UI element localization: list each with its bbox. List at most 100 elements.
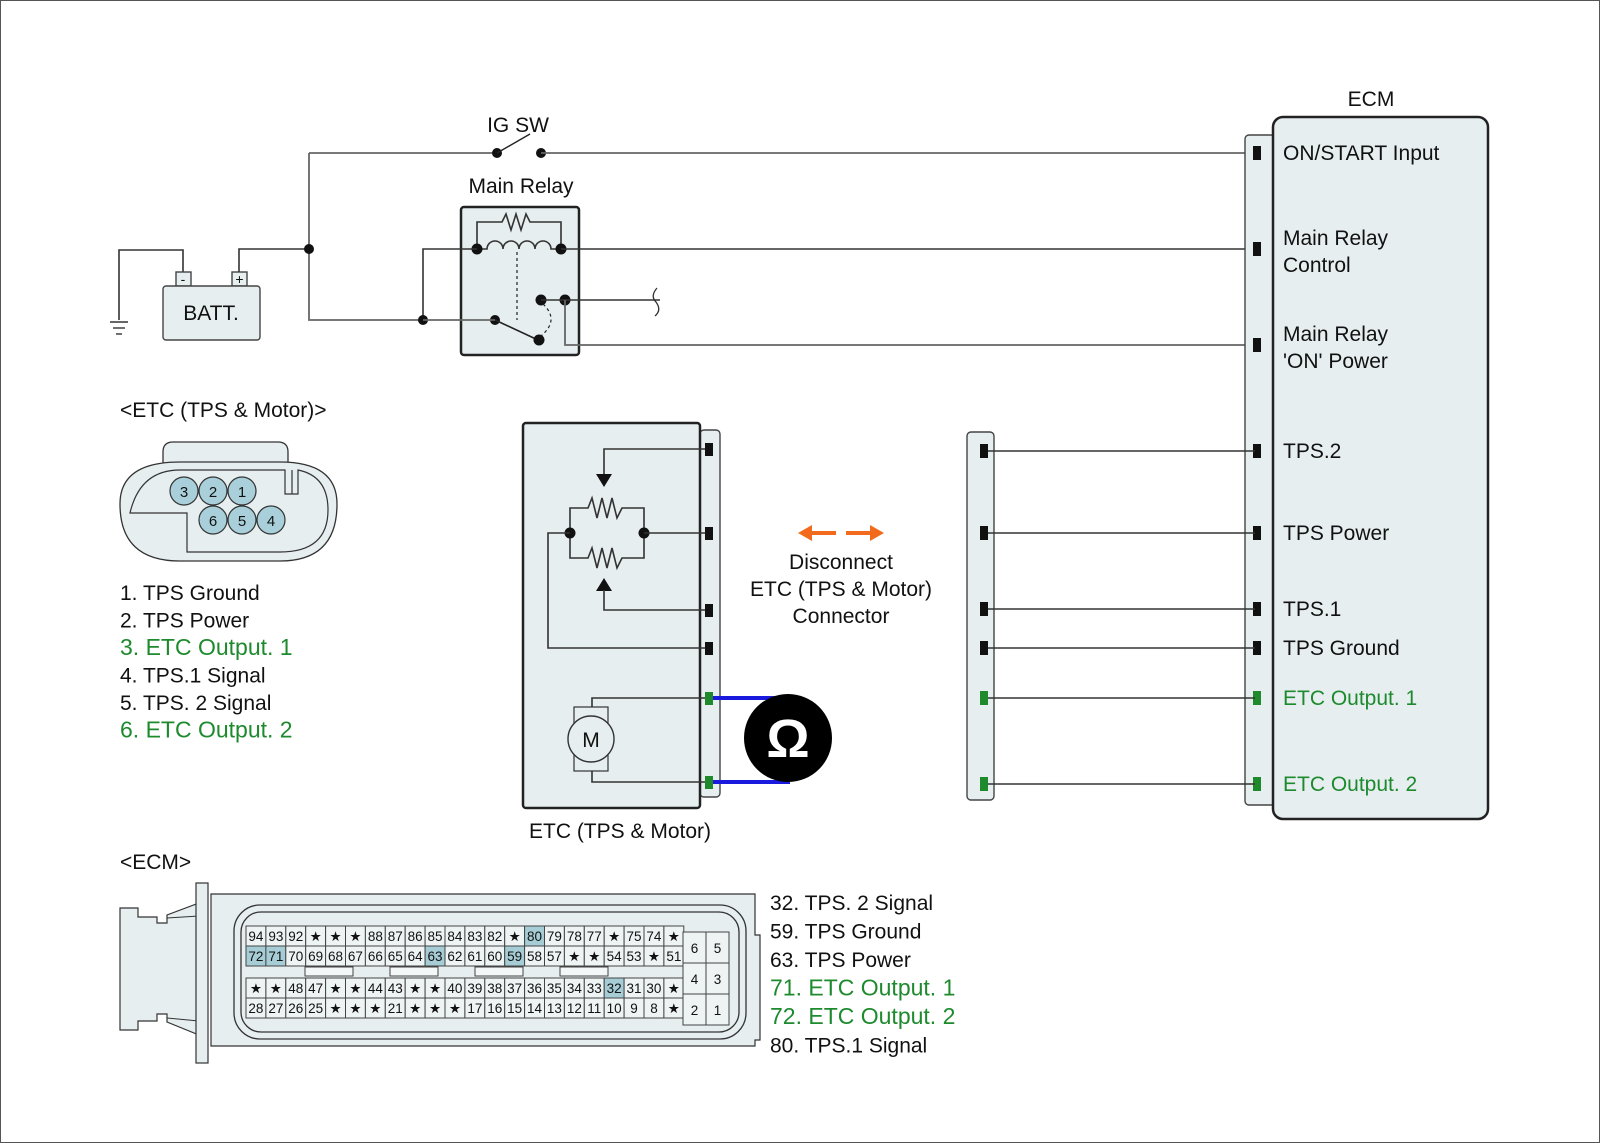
ecm-pin-number: 68 <box>328 949 343 964</box>
harness-pin <box>980 526 988 540</box>
ecm-pin-number: 11 <box>587 1001 601 1016</box>
ecm-pin-number: 10 <box>607 1001 622 1016</box>
ecm-pin-number: ★ <box>310 929 322 944</box>
etc-connector-pin <box>227 476 257 506</box>
ecm-pin-number: 93 <box>268 929 283 944</box>
etc-connector-pin-number: 2 <box>209 484 217 501</box>
main-relay-label: Main Relay <box>468 175 574 198</box>
connector-key-slot <box>304 966 354 977</box>
disconnect-line-3: Connector <box>793 605 890 628</box>
ecm-title: ECM <box>1348 88 1395 111</box>
ecm-pin-number: 70 <box>288 949 303 964</box>
ecm-pin-number: ★ <box>668 1001 680 1016</box>
connector-key-slot <box>474 966 524 977</box>
ecm-terminal-pin <box>1253 526 1261 540</box>
etc-pin-green <box>705 776 713 789</box>
etc-connector-pin <box>256 505 286 535</box>
etc-block-label: ETC (TPS & Motor) <box>529 820 711 843</box>
ig-switch-label: IG SW <box>487 114 549 137</box>
ecm-pin-number: 39 <box>467 981 482 996</box>
ecm-pin-number: 67 <box>348 949 363 964</box>
ecm-pin-number: ★ <box>568 949 580 964</box>
ecm-pin-number: 85 <box>428 929 443 944</box>
ecm-terminal-label: TPS Ground <box>1283 637 1400 660</box>
ecm-pin-number: 59 <box>507 949 522 964</box>
etc-legend-item: 6. ETC Output. 2 <box>120 717 293 743</box>
ecm-pin-number: 15 <box>507 1001 522 1016</box>
ecm-terminal-label: TPS.2 <box>1283 440 1341 463</box>
ecm-pin-number: 36 <box>527 981 542 996</box>
etc-pin <box>705 642 713 655</box>
etc-pin <box>705 527 713 540</box>
ecm-pin-number: ★ <box>429 1001 441 1016</box>
ohmmeter: Ω <box>713 694 832 784</box>
ecm-pin-number: 40 <box>447 981 462 996</box>
ecm-terminal-pin <box>1253 641 1261 655</box>
battery-pos-terminal: + <box>235 271 243 287</box>
ecm-pin-number: 54 <box>607 949 623 964</box>
ecm-pin-number: 25 <box>308 1001 323 1016</box>
ecm-small-pin-cell <box>705 993 730 1026</box>
ecm-legend-item: 72. ETC Output. 2 <box>770 1003 955 1029</box>
motor: M <box>567 697 710 783</box>
ecm-terminal-label: ON/START Input <box>1283 142 1440 165</box>
ecm-pin-number: ★ <box>588 949 600 964</box>
ecm-pin-number: ★ <box>250 981 262 996</box>
ecm-legend-item: 59. TPS Ground <box>770 921 921 944</box>
ecm-small-pin-number: 6 <box>691 941 699 956</box>
ecm-pin-number: ★ <box>329 1001 341 1016</box>
ecm-pin-number: 9 <box>630 1001 638 1016</box>
ecm-small-pin-number: 5 <box>714 941 722 956</box>
etc-pin <box>705 443 713 456</box>
ecm-terminal-label: 'ON' Power <box>1283 350 1388 373</box>
ecm-pin-number: 82 <box>487 929 502 944</box>
connector-key-slot <box>559 966 609 977</box>
ecm-pin-number: 60 <box>487 949 502 964</box>
etc-connector-pin-number: 6 <box>209 513 217 530</box>
etc-pin <box>705 604 713 617</box>
ecm-pin-number: 26 <box>288 1001 303 1016</box>
ignition-switch: IG SW <box>309 114 1255 158</box>
ecm-small-pin-number: 3 <box>714 972 722 987</box>
harness-pin <box>980 444 988 458</box>
ecm-pin-number: 65 <box>388 949 403 964</box>
etc-legend-item: 1. TPS Ground <box>120 582 260 605</box>
ecm-terminal-label: ETC Output. 1 <box>1283 687 1417 710</box>
ecm-pin-number: 84 <box>447 929 463 944</box>
ecm-pin-number: ★ <box>449 1001 461 1016</box>
ecm-pin-number: 75 <box>627 929 642 944</box>
disconnect-line-2: ETC (TPS & Motor) <box>750 578 932 601</box>
ecm-pin-number: 37 <box>507 981 522 996</box>
battery: - + BATT. <box>162 271 261 341</box>
ecm-pin-number: 58 <box>527 949 542 964</box>
ecm-pin-number: 87 <box>388 929 403 944</box>
ecm-pin-number: 62 <box>447 949 462 964</box>
etc-block: M ETC (TPS & Motor) <box>521 421 721 843</box>
ecm-pin-number: ★ <box>608 929 620 944</box>
ecm-pin-number: ★ <box>349 929 361 944</box>
ecm-pin-number: 57 <box>547 949 562 964</box>
ecm-pin-number: ★ <box>369 1001 381 1016</box>
etc-legend-item: 3. ETC Output. 1 <box>120 634 293 660</box>
ecm-pin-number: 78 <box>567 929 582 944</box>
ecm-pin-number: ★ <box>349 981 361 996</box>
etc-connector-pin <box>227 505 257 535</box>
ecm-pin-number: 14 <box>527 1001 543 1016</box>
ecm-pin-number: 44 <box>368 981 384 996</box>
ecm-pin-number: 88 <box>368 929 383 944</box>
ecm-terminal-label: TPS.1 <box>1283 598 1341 621</box>
ecm-pin-number: 33 <box>587 981 602 996</box>
ecm-pin-number: 71 <box>268 949 283 964</box>
ecm-pin-number: ★ <box>668 981 680 996</box>
battery-neg-terminal: - <box>181 271 186 287</box>
ecm-legend-item: 32. TPS. 2 Signal <box>770 892 933 915</box>
etc-legend-item: 5. TPS. 2 Signal <box>120 692 271 715</box>
ecm-legend-item: 71. ETC Output. 1 <box>770 975 955 1001</box>
ecm-pin-number: 79 <box>547 929 562 944</box>
ecm-terminal-pin <box>1253 146 1261 160</box>
ecm-pin-number: 30 <box>646 981 661 996</box>
etc-connector-pin-number: 3 <box>180 484 188 501</box>
etc-pin-green <box>705 692 713 705</box>
